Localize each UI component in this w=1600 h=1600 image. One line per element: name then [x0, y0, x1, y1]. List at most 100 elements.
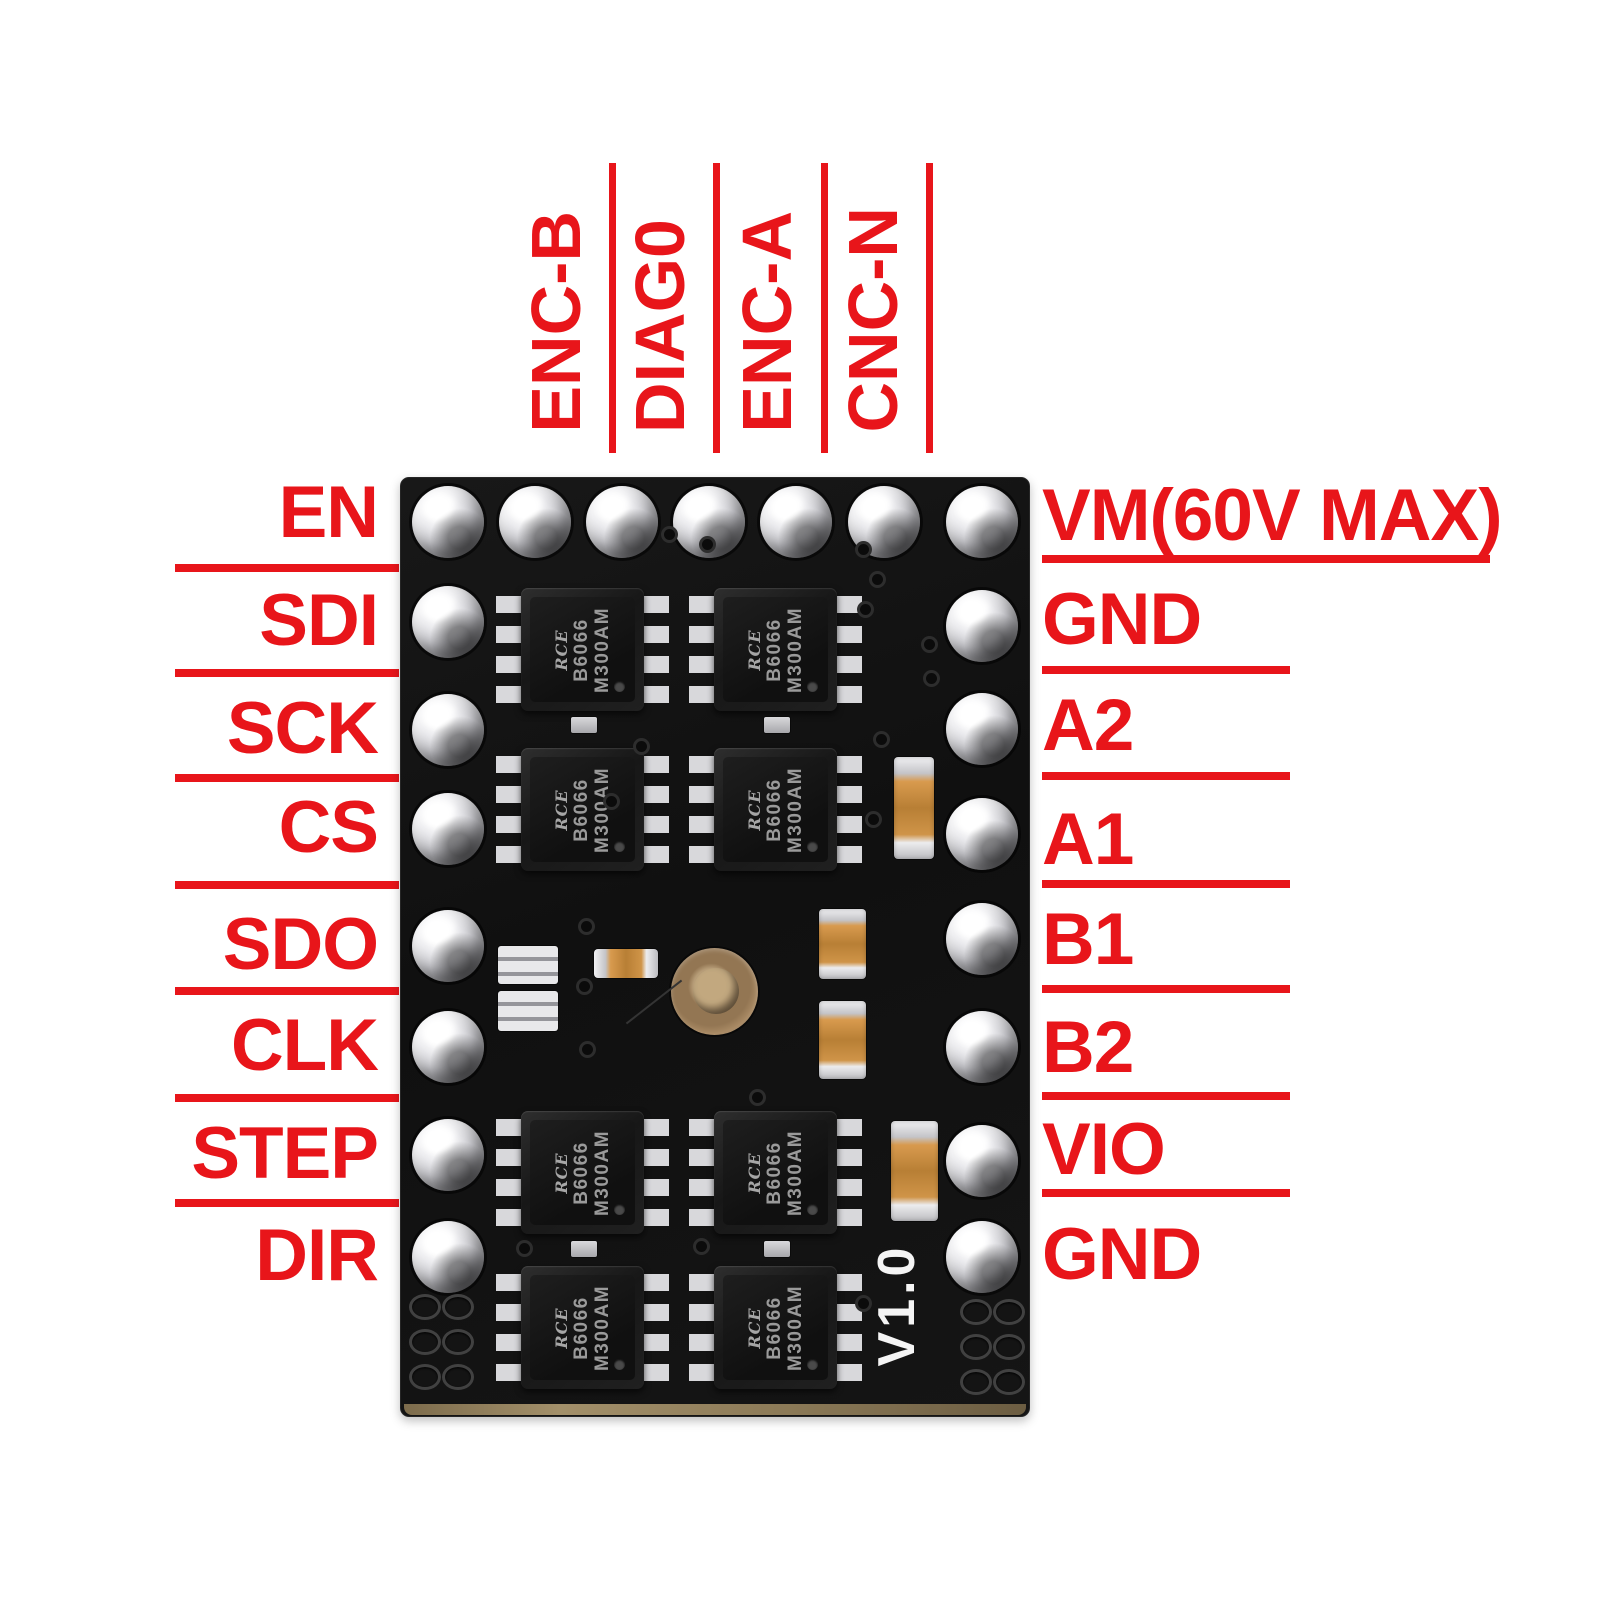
chip-logo: RCE [744, 1306, 764, 1349]
left-pin-label-cs: CS [278, 787, 379, 868]
header-pin [412, 910, 484, 982]
solder-pad [571, 1241, 597, 1257]
top-pin-label-enc-b: ENC-B [517, 211, 595, 433]
mosfet-chip: RCE B6066 M300AM [496, 748, 669, 871]
via [876, 734, 887, 745]
solder-pad [764, 1241, 790, 1257]
chip-part-number: B6066 [763, 617, 785, 682]
right-pin-label-vm: VM(60V MAX) [1042, 475, 1503, 556]
mosfet-chip: RCE B6066 M300AM [689, 748, 862, 871]
board-version: V1.0 [868, 1243, 926, 1367]
header-pin [499, 486, 571, 558]
chip-part-number: B6066 [570, 617, 592, 682]
left-pin-label-dir: DIR [255, 1215, 379, 1296]
header-pin [946, 1221, 1018, 1293]
header-pin [586, 486, 658, 558]
smd-capacitor [819, 1001, 866, 1079]
right-pin-label-a2: A2 [1042, 685, 1134, 766]
header-pin [760, 486, 832, 558]
chip-leads [496, 1119, 522, 1226]
smd-capacitor [594, 949, 658, 978]
chip-logo: RCE [744, 628, 764, 671]
mount-slot [409, 1364, 441, 1390]
chip-marking: M300AM [784, 606, 806, 693]
header-pin [412, 1119, 484, 1191]
mosfet-chip: RCE B6066 M300AM [689, 1111, 862, 1234]
chip-logo: RCE [551, 788, 571, 831]
mount-slot [993, 1369, 1025, 1395]
chip-leads [689, 1274, 715, 1381]
right-leader-line [1042, 555, 1490, 563]
header-pin [412, 486, 484, 558]
via [702, 539, 713, 550]
chip-leads [496, 1274, 522, 1381]
via [519, 1243, 530, 1254]
chip-marking: M300AM [784, 766, 806, 853]
top-leader-line [821, 163, 828, 453]
via [924, 639, 935, 650]
pcb-bottom-edge [404, 1404, 1026, 1415]
header-pin [946, 590, 1018, 662]
mount-slot [960, 1299, 992, 1325]
mount-slot [442, 1294, 474, 1320]
header-pin [412, 1011, 484, 1083]
via [872, 574, 883, 585]
smd-capacitor [891, 1121, 938, 1221]
solder-pad [764, 717, 790, 733]
header-pin [946, 693, 1018, 765]
header-pin [946, 903, 1018, 975]
via [606, 796, 617, 807]
chip-part-number: B6066 [570, 1295, 592, 1360]
chip-leads [836, 596, 862, 703]
left-leader-line [175, 669, 399, 677]
mosfet-chip: RCE B6066 M300AM [496, 1111, 669, 1234]
top-leader-line [926, 163, 933, 453]
chip-part-number: B6066 [570, 1140, 592, 1205]
via [752, 1092, 763, 1103]
chip-leads [643, 756, 669, 863]
chip-logo: RCE [551, 628, 571, 671]
chip-leads [643, 1274, 669, 1381]
via [926, 673, 937, 684]
via [664, 529, 675, 540]
header-pin [412, 1221, 484, 1293]
right-pin-label-b1: B1 [1042, 899, 1134, 980]
via [579, 981, 590, 992]
mount-slot [442, 1329, 474, 1355]
solder-pad [498, 991, 558, 1031]
left-leader-line [175, 881, 399, 889]
mosfet-chip: RCE B6066 M300AM [689, 588, 862, 711]
left-leader-line [175, 564, 399, 572]
mosfet-chip: RCE B6066 M300AM [689, 1266, 862, 1389]
via [636, 741, 647, 752]
right-pin-label-a1: A1 [1042, 799, 1134, 880]
left-leader-line [175, 1199, 399, 1207]
chip-leads [836, 1119, 862, 1226]
chip-leads [643, 596, 669, 703]
smd-capacitor [819, 909, 866, 979]
right-leader-line [1042, 880, 1290, 888]
mount-slot [960, 1369, 992, 1395]
top-leader-line [713, 163, 720, 453]
smd-capacitor [894, 757, 934, 859]
left-pin-label-sck: SCK [226, 688, 379, 769]
mount-slot [409, 1294, 441, 1320]
chip-leads [689, 596, 715, 703]
chip-marking: M300AM [784, 1129, 806, 1216]
left-pin-label-sdi: SDI [259, 580, 379, 661]
chip-marking: M300AM [591, 766, 613, 853]
chip-part-number: B6066 [763, 1295, 785, 1360]
top-pin-label-diag0: DIAG0 [621, 219, 699, 433]
via [582, 1044, 593, 1055]
right-leader-line [1042, 985, 1290, 993]
mosfet-chip: RCE B6066 M300AM [496, 588, 669, 711]
left-leader-line [175, 774, 399, 782]
via [581, 921, 592, 932]
chip-marking: M300AM [784, 1284, 806, 1371]
via [696, 1241, 707, 1252]
mounting-hole [671, 948, 758, 1035]
chip-leads [689, 756, 715, 863]
header-pin [946, 1125, 1018, 1197]
chip-leads [643, 1119, 669, 1226]
left-pin-label-sdo: SDO [222, 904, 379, 985]
